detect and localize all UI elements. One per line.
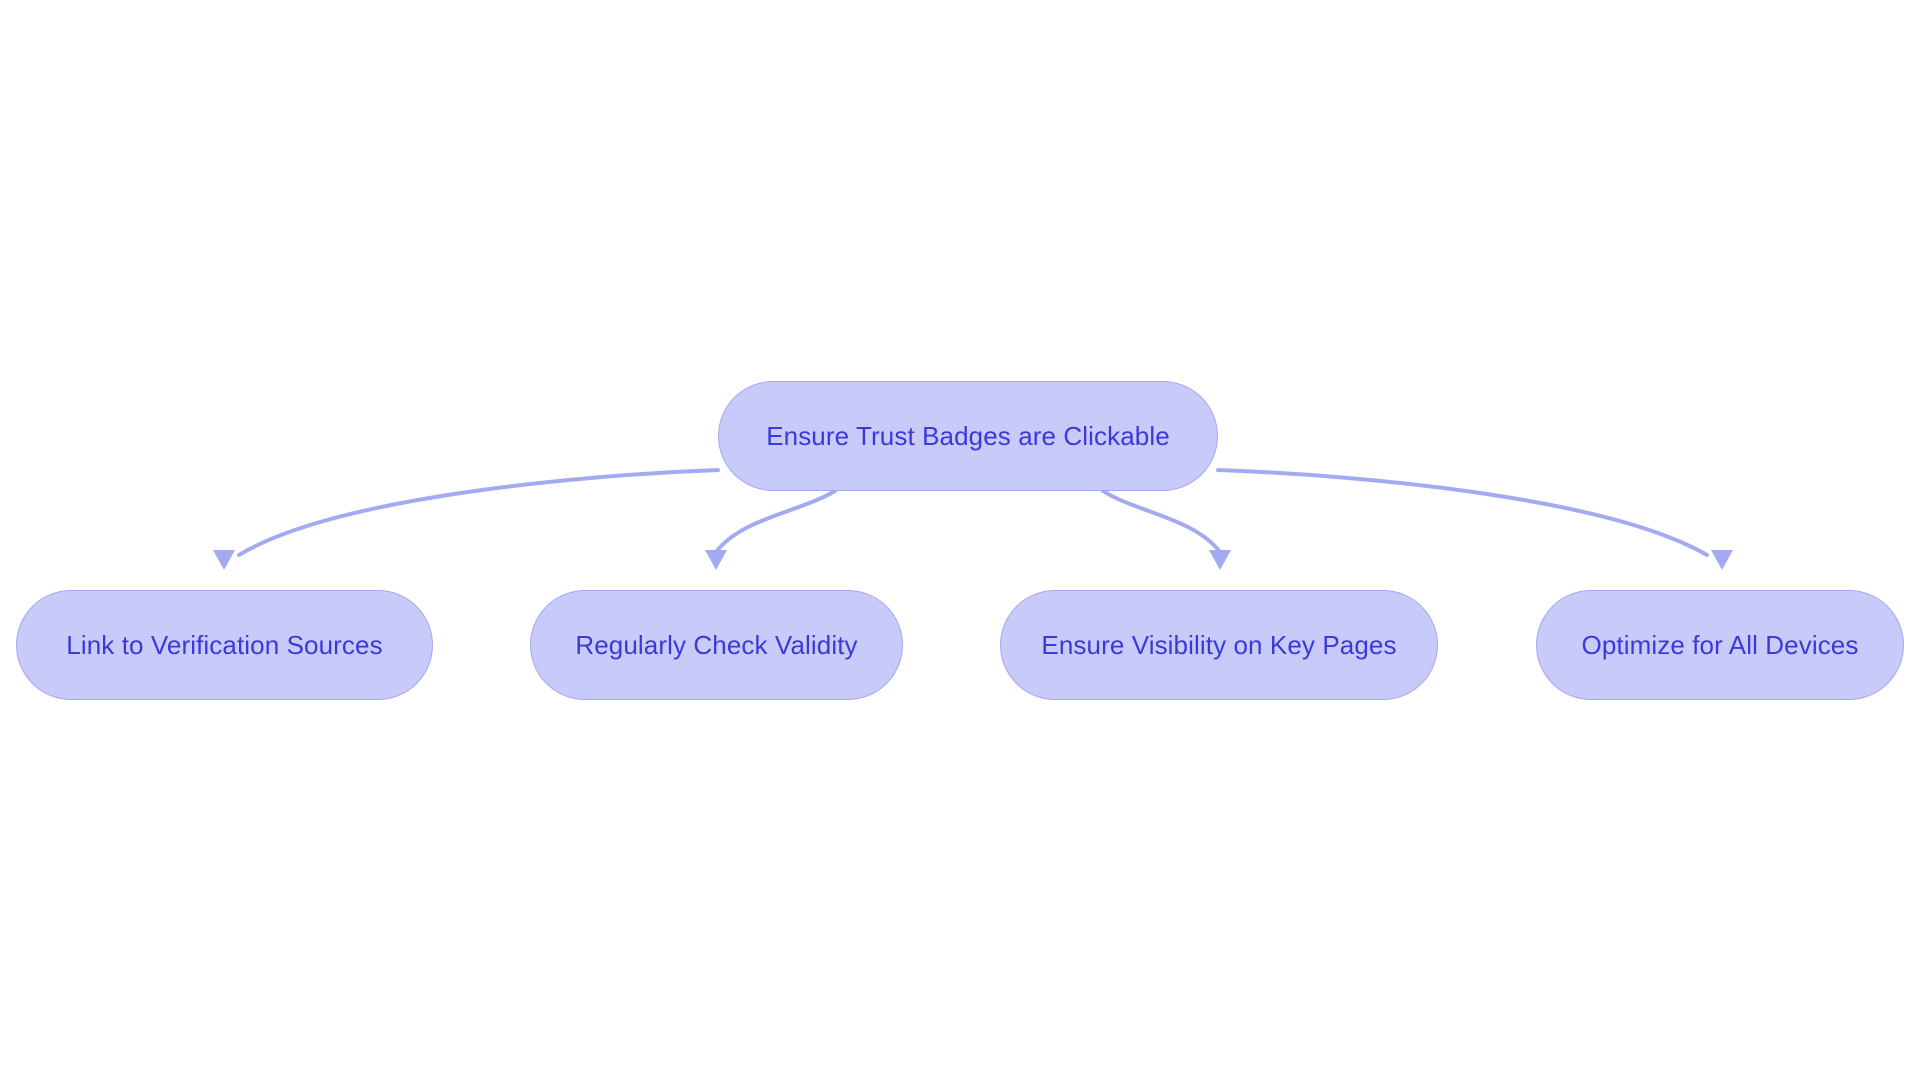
edge-root-to-child4 (1216, 468, 1709, 557)
arrowhead-child2 (705, 550, 727, 570)
edge-root-to-child2 (714, 489, 837, 554)
edge-root-to-child3 (1101, 489, 1222, 554)
node-label: Regularly Check Validity (575, 629, 858, 660)
node-label: Ensure Visibility on Key Pages (1041, 629, 1397, 660)
arrowhead-child3 (1209, 550, 1231, 570)
arrowhead-child4 (1711, 550, 1733, 570)
edge-root-to-child1 (237, 468, 720, 557)
node-label: Link to Verification Sources (66, 629, 383, 660)
flowchart-node-root[interactable]: Ensure Trust Badges are Clickable (718, 381, 1218, 491)
flowchart-node-child1[interactable]: Link to Verification Sources (16, 590, 433, 700)
flowchart-node-child4[interactable]: Optimize for All Devices (1536, 590, 1904, 700)
flowchart-node-child3[interactable]: Ensure Visibility on Key Pages (1000, 590, 1438, 700)
node-label: Optimize for All Devices (1581, 629, 1859, 660)
arrowhead-child1 (213, 550, 235, 570)
flowchart-node-child2[interactable]: Regularly Check Validity (530, 590, 903, 700)
node-label: Ensure Trust Badges are Clickable (766, 420, 1170, 451)
